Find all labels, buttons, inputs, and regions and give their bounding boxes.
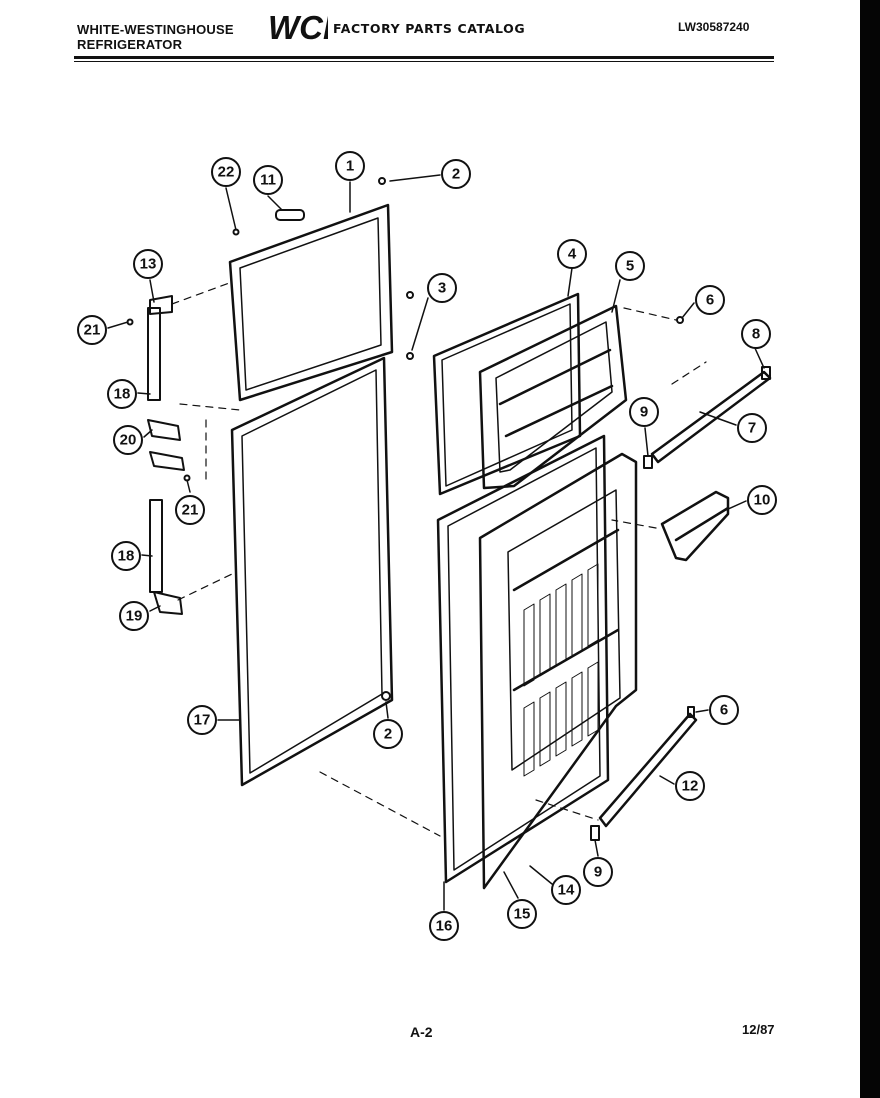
callout-18-top: 18 — [107, 379, 137, 409]
brand-line-1: WHITE-WESTINGHOUSE — [77, 22, 234, 37]
callout-18-bottom: 18 — [111, 541, 141, 571]
svg-text:10: 10 — [754, 492, 771, 509]
small-parts — [126, 177, 771, 841]
svg-text:5: 5 — [626, 258, 634, 275]
assembly-guide-lines — [171, 281, 707, 837]
freezer-door-gasket — [228, 203, 394, 402]
freezer-door-outer-panel — [432, 292, 582, 496]
upper-hinge — [147, 295, 173, 401]
svg-text:20: 20 — [120, 432, 137, 449]
svg-text:13: 13 — [140, 256, 157, 273]
callout-2-bottom: 2 — [373, 719, 403, 749]
callout-1: 1 — [335, 151, 365, 181]
callout-3: 3 — [427, 273, 457, 303]
svg-text:17: 17 — [194, 712, 211, 729]
svg-text:6: 6 — [706, 292, 714, 309]
svg-text:18: 18 — [114, 386, 131, 403]
exploded-parts-diagram: 1 2 3 4 5 6 8 7 9 10 6 12 9 14 15 16 17 … — [77, 151, 777, 941]
callout-leader-lines — [107, 174, 765, 911]
callout-5: 5 — [615, 251, 645, 281]
callout-15: 15 — [507, 899, 537, 929]
callout-9-bottom: 9 — [583, 857, 613, 887]
svg-text:18: 18 — [118, 548, 135, 565]
brand-line-2: REFRIGERATOR — [77, 37, 183, 52]
callout-16: 16 — [429, 911, 459, 941]
fresh-food-door-liner — [478, 452, 638, 890]
callout-13: 13 — [133, 249, 163, 279]
svg-text:14: 14 — [558, 882, 575, 899]
brand-block: WHITE-WESTINGHOUSE REFRIGERATOR — [77, 22, 234, 52]
callout-19: 19 — [119, 601, 149, 631]
callout-12: 12 — [675, 771, 705, 801]
header-rule-thin — [74, 61, 774, 62]
fresh-food-handle-trim — [598, 712, 698, 828]
callout-4: 4 — [557, 239, 587, 269]
callout-6-top: 6 — [695, 285, 725, 315]
callout-8: 8 — [741, 319, 771, 349]
callout-21-bottom: 21 — [175, 495, 205, 525]
svg-text:15: 15 — [514, 906, 531, 923]
door-handle — [660, 490, 730, 562]
scan-edge-bar — [860, 0, 880, 1098]
svg-text:19: 19 — [126, 608, 143, 625]
callout-10: 10 — [747, 485, 777, 515]
lower-hinge — [149, 499, 183, 615]
callout-14: 14 — [551, 875, 581, 905]
svg-text:1: 1 — [346, 158, 354, 175]
svg-text:12: 12 — [682, 778, 699, 795]
callout-2-top: 2 — [441, 159, 471, 189]
svg-text:21: 21 — [182, 502, 199, 519]
wci-logo: WCI — [268, 10, 328, 44]
callout-22: 22 — [211, 157, 241, 187]
svg-text:2: 2 — [452, 166, 460, 183]
callout-11: 11 — [253, 165, 283, 195]
svg-text:9: 9 — [594, 864, 602, 881]
callout-17: 17 — [187, 705, 217, 735]
svg-text:4: 4 — [568, 246, 577, 263]
svg-text:3: 3 — [438, 280, 446, 297]
callout-21-top: 21 — [77, 315, 107, 345]
fresh-food-door-outer-panel — [436, 434, 610, 884]
header-rule — [74, 56, 774, 59]
callout-6-bottom: 6 — [709, 695, 739, 725]
model-number: LW30587240 — [678, 20, 750, 34]
freezer-door-liner — [478, 304, 628, 490]
svg-text:7: 7 — [748, 420, 756, 437]
svg-text:6: 6 — [720, 702, 728, 719]
wci-logo-text: WCI — [268, 10, 328, 44]
page-number: A-2 — [410, 1024, 433, 1040]
fresh-food-door-gasket — [230, 356, 394, 787]
callout-7: 7 — [737, 413, 767, 443]
svg-text:21: 21 — [84, 322, 101, 339]
svg-text:22: 22 — [218, 164, 235, 181]
svg-text:16: 16 — [436, 918, 453, 935]
callout-20: 20 — [113, 425, 143, 455]
svg-text:11: 11 — [260, 172, 276, 189]
middle-hinge — [147, 419, 185, 471]
svg-text:9: 9 — [640, 404, 648, 421]
callout-9-top: 9 — [629, 397, 659, 427]
svg-text:8: 8 — [752, 326, 760, 343]
svg-text:2: 2 — [384, 726, 392, 743]
catalog-date: 12/87 — [742, 1022, 775, 1037]
catalog-title: FACTORY PARTS CATALOG — [333, 21, 526, 36]
